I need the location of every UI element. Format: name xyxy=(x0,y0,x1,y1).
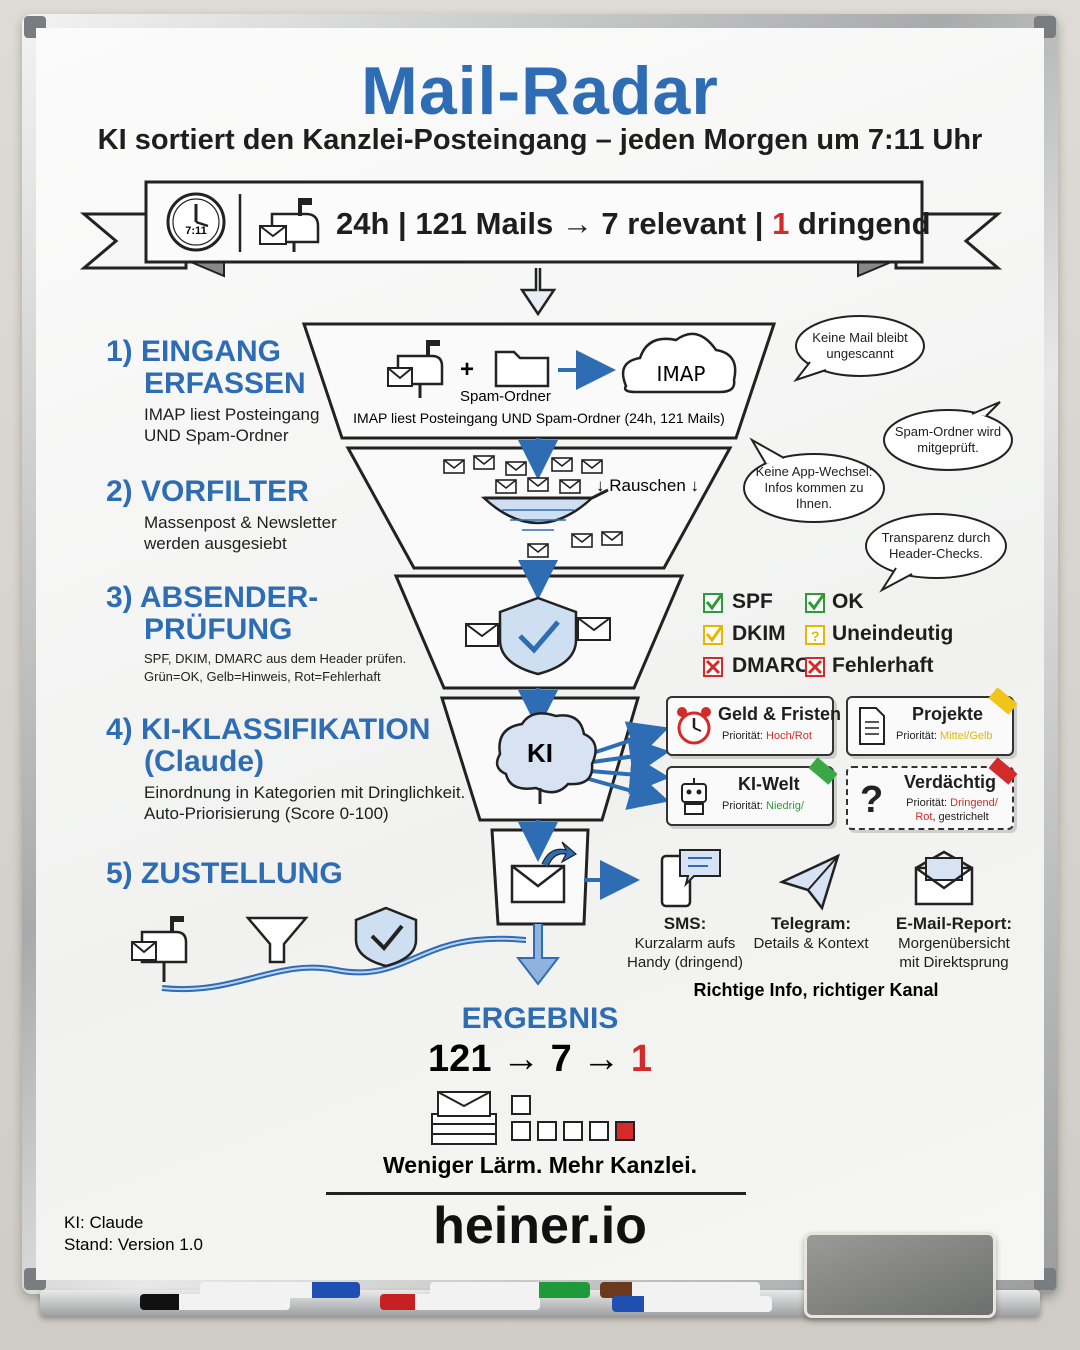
brown-marker[interactable] xyxy=(600,1282,760,1298)
clock-label: 7:11 xyxy=(185,225,207,237)
spam-folder-label: Spam-Ordner xyxy=(460,388,551,405)
check-dmarc: DMARC xyxy=(732,654,811,677)
channels-caption: Richtige Info, richtiger Kanal xyxy=(693,980,939,1000)
step3-title: 3) ABSENDER-PRÜFUNG xyxy=(106,581,319,646)
legend-ok: OK xyxy=(832,590,864,613)
category-title: KI-Welt xyxy=(738,774,800,794)
svg-text:?: ? xyxy=(860,779,883,820)
result-heading: ERGEBNIS xyxy=(461,1002,619,1035)
urgent-count: 1 xyxy=(772,206,790,241)
bubble-no-mail-unscanned: Keine Mail bleibt ungescannt xyxy=(812,330,908,361)
category-priority: Priorität: Hoch/Rot xyxy=(722,730,812,742)
page-title: Mail-Radar xyxy=(361,53,719,129)
legend-faulty: Fehlerhaft xyxy=(832,654,934,677)
category-card-ai-world: KI-Welt Priorität: Niedrig/ xyxy=(666,757,838,826)
plus-sign: + xyxy=(460,356,475,383)
category-card-money-deadlines: Geld & Fristen Priorität: Hoch/Rot xyxy=(666,696,841,756)
step5-title: 5) ZUSTELLUNG xyxy=(106,857,343,890)
page-subtitle: KI sortiert den Kanzlei-Posteingang – je… xyxy=(97,124,983,156)
imap-cloud-label: IMAP xyxy=(656,362,706,386)
legend-unclear: Uneindeutig xyxy=(832,622,954,645)
mailbox-icon xyxy=(259,198,320,252)
green-marker[interactable] xyxy=(430,1282,590,1298)
category-priority: Priorität: Dringend/Rot, gestrichelt xyxy=(906,797,998,823)
email-icon xyxy=(914,850,974,906)
result-stack-icon xyxy=(431,1091,635,1145)
stage1-caption: IMAP liest Posteingang UND Spam-Ordner (… xyxy=(353,410,725,426)
result-flow: 121 → 7 → 1 xyxy=(428,1038,652,1080)
alarm-clock-icon xyxy=(677,707,711,745)
stats-banner xyxy=(79,180,1003,278)
category-title: Projekte xyxy=(912,704,984,724)
svg-text:?: ? xyxy=(811,628,820,644)
category-card-suspicious: ? Verdächtig Priorität: Dringend/Rot, ge… xyxy=(846,757,1018,830)
speech-bubbles xyxy=(743,315,1013,593)
whiteboard: Mail-Radar KI sortiert den Kanzlei-Poste… xyxy=(36,28,1044,1280)
bubble-spam-checked: Spam-Ordner wird mitgeprüft. xyxy=(894,424,1002,455)
black-marker[interactable] xyxy=(140,1294,290,1310)
bubble-no-app-switch: Keine App-Wechsel: Infos kommen zu Ihnen… xyxy=(755,464,873,511)
funnel-diagram xyxy=(131,268,777,993)
step3-desc: SPF, DKIM, DMARC aus dem Header prüfen.G… xyxy=(144,651,407,684)
question-mark-icon: ? xyxy=(860,779,883,820)
check-spf: SPF xyxy=(732,590,773,613)
clock-icon xyxy=(166,192,226,252)
result-tagline: Weniger Lärm. Mehr Kanzlei. xyxy=(383,1152,697,1178)
noise-label: ↓ Rauschen ↓ xyxy=(596,476,699,495)
step4-desc: Einordnung in Kategorien mit Dringlichke… xyxy=(144,783,466,823)
divider xyxy=(326,1192,746,1195)
stats-text: 24h | 121 Mails → 7 relevant | 1 dringen… xyxy=(336,206,931,241)
category-priority: Priorität: Niedrig/ xyxy=(722,800,804,812)
category-title: Geld & Fristen xyxy=(718,704,842,724)
category-priority: Priorität: Mittel/Gelb xyxy=(896,730,993,742)
category-card-projects: Projekte Priorität: Mittel/Gelb xyxy=(846,687,1018,756)
eraser[interactable] xyxy=(804,1232,996,1318)
blue-marker[interactable] xyxy=(200,1282,360,1298)
red-marker[interactable] xyxy=(380,1294,540,1310)
step2-title: 2) VORFILTER xyxy=(106,475,309,508)
document-icon xyxy=(859,707,885,745)
brand-logo: heiner.io xyxy=(433,1197,647,1255)
robot-icon xyxy=(681,778,707,815)
ki-label: KI xyxy=(527,738,553,768)
check-dkim: DKIM xyxy=(732,622,786,645)
category-title: Verdächtig xyxy=(904,772,997,792)
check-status-icons xyxy=(703,593,724,677)
blue-marker[interactable] xyxy=(612,1296,772,1312)
legend-status-icons: ? xyxy=(805,593,826,677)
phone-icon xyxy=(660,849,721,908)
step4-title: 4) KI-KLASSIFIKATION(Claude) xyxy=(106,713,431,778)
paper-plane-icon xyxy=(778,853,841,911)
bubble-transparency: Transparenz durch Header-Checks. xyxy=(881,530,991,561)
channel-telegram: Telegram:Details & Kontext xyxy=(753,914,869,952)
